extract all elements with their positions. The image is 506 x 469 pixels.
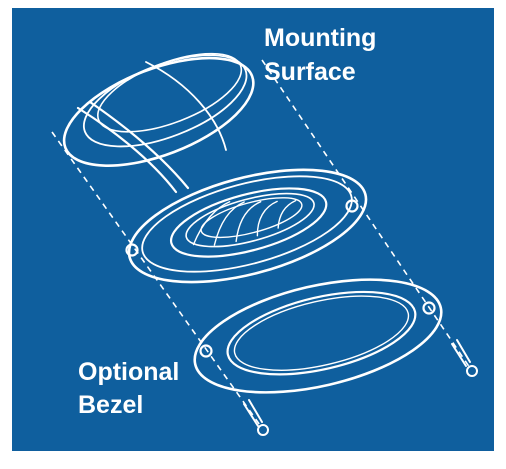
screw-left: [243, 399, 269, 436]
housing-screw-hole-left: [125, 243, 139, 257]
bezel-ring: [193, 278, 443, 394]
housing-body-rim: [169, 187, 328, 258]
screw-right: [451, 339, 478, 377]
bezel-screw-hole-left: [199, 344, 213, 358]
housing-screw-hole-right: [345, 199, 359, 213]
light-housing: [127, 168, 368, 284]
label-optional-line1: Optional: [78, 358, 179, 386]
guide-line-right: [261, 59, 471, 369]
bezel-outer: [193, 278, 443, 394]
alignment-guides: [51, 59, 471, 429]
housing-screw-holes: [125, 199, 359, 257]
label-mounting-line1: Mounting: [264, 24, 376, 52]
label-surface-line2: Surface: [264, 58, 356, 86]
bezel-screw-holes: [199, 301, 436, 358]
lens-ring: [62, 52, 255, 167]
guide-line-left: [51, 131, 263, 429]
label-bezel-line2: Bezel: [78, 391, 143, 419]
housing-flange-inner: [141, 175, 353, 273]
bezel-inner: [226, 290, 417, 376]
lens-ring-strands: [76, 61, 227, 194]
bezel-screw-hole-right: [422, 301, 436, 315]
housing-flange-outer: [127, 168, 368, 284]
